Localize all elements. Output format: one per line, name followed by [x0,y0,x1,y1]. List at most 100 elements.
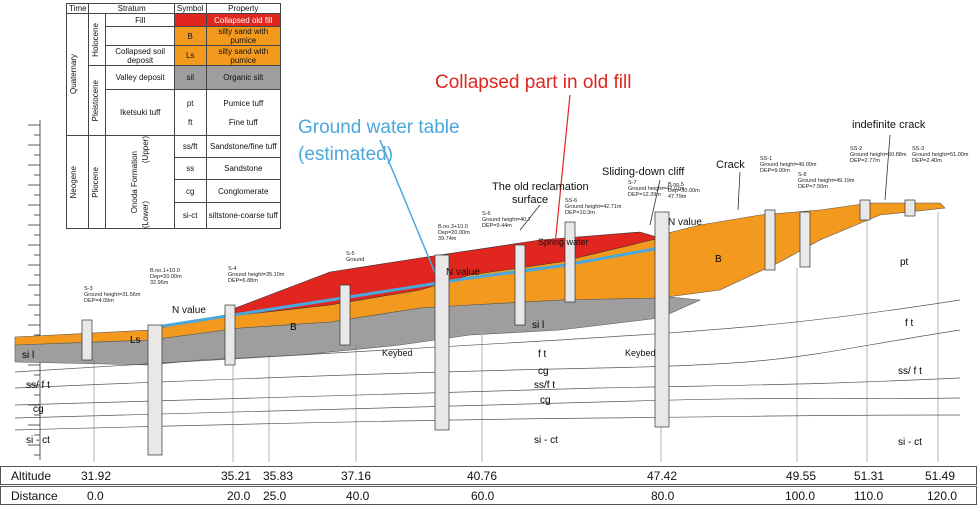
layer-label-B2: B [290,322,297,333]
borehole-info-text: Ground height=47.07m [628,186,685,192]
borehole-info-text: Dep=20.00m [438,230,470,236]
altitude-value: 51.49 [925,469,956,483]
property-ssft: Sandstone/fine tuff [205,134,282,159]
station-lines [93,212,939,462]
altitude-value: 47.42 [647,469,678,483]
borehole-info-text: Ground height=42.71m [565,204,622,210]
symbol-B: B [173,26,207,46]
stratum-valley: Valley deposit [105,65,175,90]
property-B: silty sand with pumice [205,26,282,46]
borehole-dep-text: DEP=12.39m [628,192,661,198]
era-quaternary: Quaternary [65,13,90,136]
nvalue-label-3: N value [668,217,702,228]
sliding-label: Sliding-down cliff [602,166,685,178]
epoch-pliocene: Pliocene [88,135,107,229]
keybed-label-2: Keybed [625,348,656,358]
epoch-holocene: Holocene [88,13,107,66]
stratum-fill: Fill [105,13,175,27]
property-fill: Collapsed old fill [205,13,282,27]
crack-label: Crack [716,159,745,171]
borehole-info-text: Ground height=40.7 [482,217,531,223]
header-time: Time [65,3,90,14]
collapsed-pointer [554,94,571,246]
distance-value: 120.0 [927,489,958,503]
onoda-label: Onoda Formation [130,150,140,214]
symbol-ssft: ss/ft [173,134,207,159]
stratum-onoda: Onoda Formation (Upper) (Lower) [105,135,175,229]
borehole-info-text: Dep=30.00m [668,188,700,194]
altitude-row: Altitude 31.92 35.21 35.83 37.16 40.76 4… [0,466,977,485]
elevation-ruler [28,120,41,460]
altitude-value: 40.76 [467,469,498,483]
layer-label-ssft: ss/ f t [898,366,922,377]
property-ft: Fine tuff [228,117,258,127]
borehole-dep-text: 39.74m [438,236,457,242]
spring-water-label: Spring water [538,237,589,247]
layer-label-sict-mid: si - ct [534,435,558,446]
distance-value: 100.0 [785,489,816,503]
layer-label-sil: si l [532,320,544,331]
nvalue-label-2: N value [446,267,480,278]
old-surface-label-line2: surface [512,194,548,206]
keybed-label-1: Keybed [382,348,413,358]
altitude-value: 49.55 [786,469,817,483]
borehole-name: S-8 [798,172,807,178]
layer-label-cg-mid: cg [538,366,549,377]
distance-value: 40.0 [346,489,370,503]
symbol-Ls: Ls [173,45,207,66]
layer-label-sil2: si l [22,350,34,361]
borehole-dep-text: 47.79m [668,194,687,200]
distance-value: 0.0 [87,489,104,503]
header-property: Property [205,3,282,14]
layer-label-cg-left: cg [33,404,44,415]
altitude-value: 35.83 [263,469,294,483]
borehole-name: B.no.5 [668,182,684,188]
borehole-name: S-5 [346,251,355,257]
distance-row: Distance 0.0 20.0 25.0 40.0 60.0 80.0 10… [0,486,977,505]
borehole-dep-text: DEP=7.50m [798,184,828,190]
distance-value: 25.0 [263,489,287,503]
distance-value: 110.0 [854,489,884,503]
borehole-dep-text: 32.96m [150,280,169,286]
old-surface-pointer [519,204,541,231]
distance-value: 80.0 [651,489,675,503]
layer-label-B: B [715,254,722,265]
old-surface-label-line1: The old reclamation [492,181,589,193]
altitude-value: 35.21 [221,469,252,483]
borehole-info-text: Dep=20.00m [150,274,182,280]
header-symbol: Symbol [173,3,207,14]
symbol-fill [173,13,207,27]
property-pt: Pumice tuff [223,98,264,108]
symbol-cg: cg [173,179,207,203]
symbol-sil: sil [173,65,207,90]
borehole-info-text: Ground height=50.88m [850,152,907,158]
altitude-label: Altitude [11,469,52,483]
borehole-name: B.no.1+10.0 [150,268,180,274]
distance-value: 60.0 [471,489,495,503]
borehole-dep-text: DEP=9.44m [482,223,512,229]
borehole-info-text: Ground [346,257,364,263]
property-ss: Sandstone [205,157,282,181]
borehole-name: S-3 [84,286,93,292]
borehole-name: SS-6 [565,198,577,204]
altitude-value: 51.31 [854,469,885,483]
property-Ls: silty sand with pumice [205,45,282,66]
epoch-pleistocene: Pleistocene [88,65,107,136]
symbol-pt: pt [186,98,194,108]
borehole-info-text: Ground height=49.19m [798,178,855,184]
borehole-info-text: Ground height=49.09m [760,162,817,168]
borehole-info-text: Ground height=31.56m [84,292,141,298]
borehole-name: SS-1 [760,156,772,162]
layer-label-ft-mid: f t [538,349,547,360]
gwt-label-line2: (estimated) [298,144,393,165]
borehole-name: SS-2 [850,146,862,152]
borehole-name: S-6 [482,211,491,217]
gwt-pointer [379,139,441,286]
symbol-ss: ss [173,157,207,181]
property-sict: siltstone-coarse tuff [205,201,282,230]
borehole-dep-text: DEP=10.3m [565,210,595,216]
borehole-dep-text: DEP=2.77m [850,158,880,164]
borehole-info-text: Ground height=35.10m [228,272,285,278]
crack-pointer [737,171,741,211]
